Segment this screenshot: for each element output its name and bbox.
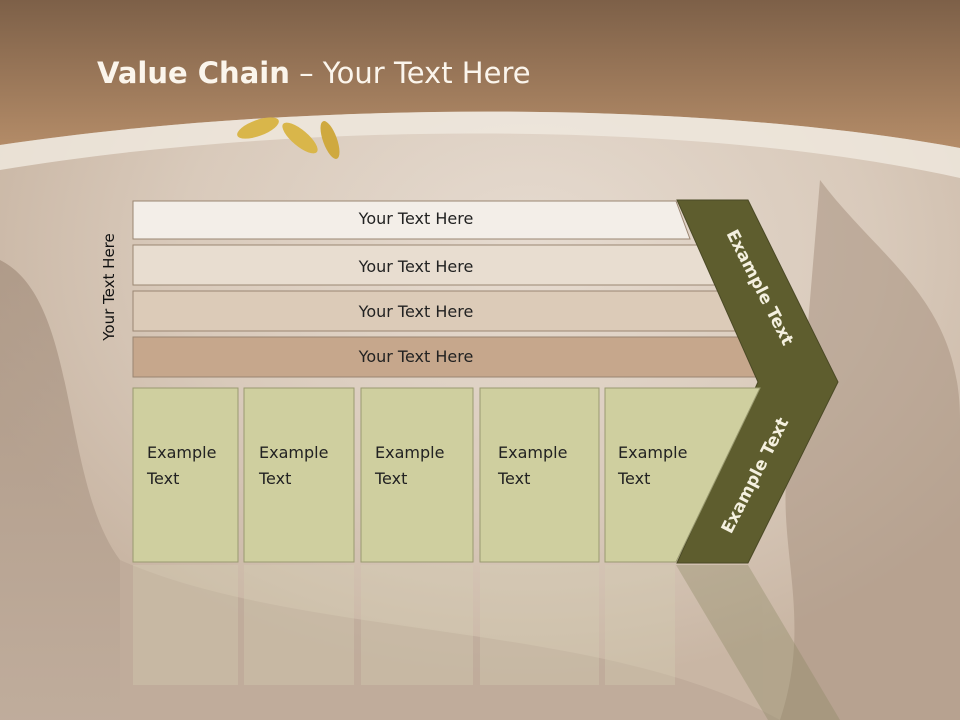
flower-decoration [237, 117, 340, 159]
primary-box: Example Text [243, 387, 355, 563]
primary-box-line1: Example [259, 443, 328, 462]
support-row: Your Text Here [132, 244, 717, 286]
primary-box-line1: Example [147, 443, 216, 462]
support-row-label: Your Text Here [358, 302, 474, 321]
primary-box-shape [360, 387, 474, 563]
title-rest: – Your Text Here [289, 56, 531, 90]
primary-box-line2: Text [146, 469, 179, 488]
primary-box-line1: Example [618, 443, 687, 462]
support-row: Your Text Here [132, 336, 764, 378]
primary-box-shape [243, 387, 355, 563]
primary-box-line2: Text [497, 469, 530, 488]
primary-box: Example Text [604, 387, 761, 563]
support-row-label: Your Text Here [358, 257, 474, 276]
support-row-shape [132, 200, 691, 240]
primary-box-line2: Text [374, 469, 407, 488]
primary-box-shape [132, 387, 239, 563]
primary-box: Example Text [132, 387, 239, 563]
arrow-chevron [676, 199, 839, 564]
support-row-label: Your Text Here [358, 209, 474, 228]
primary-box-line1: Example [498, 443, 567, 462]
support-row: Your Text Here [132, 290, 740, 332]
support-row-label: Your Text Here [358, 347, 474, 366]
primary-box-shape [604, 387, 761, 563]
title-bold: Value Chain [97, 56, 290, 90]
primary-box-line1: Example [375, 443, 444, 462]
reflection [133, 565, 840, 720]
primary-box-shape [479, 387, 600, 563]
primary-box-line2: Text [617, 469, 650, 488]
primary-box: Example Text [479, 387, 600, 563]
primary-box-line2: Text [258, 469, 291, 488]
slide-title: Value Chain – Your Text Here [97, 56, 531, 90]
support-row: Your Text Here [132, 200, 691, 240]
primary-box: Example Text [360, 387, 474, 563]
